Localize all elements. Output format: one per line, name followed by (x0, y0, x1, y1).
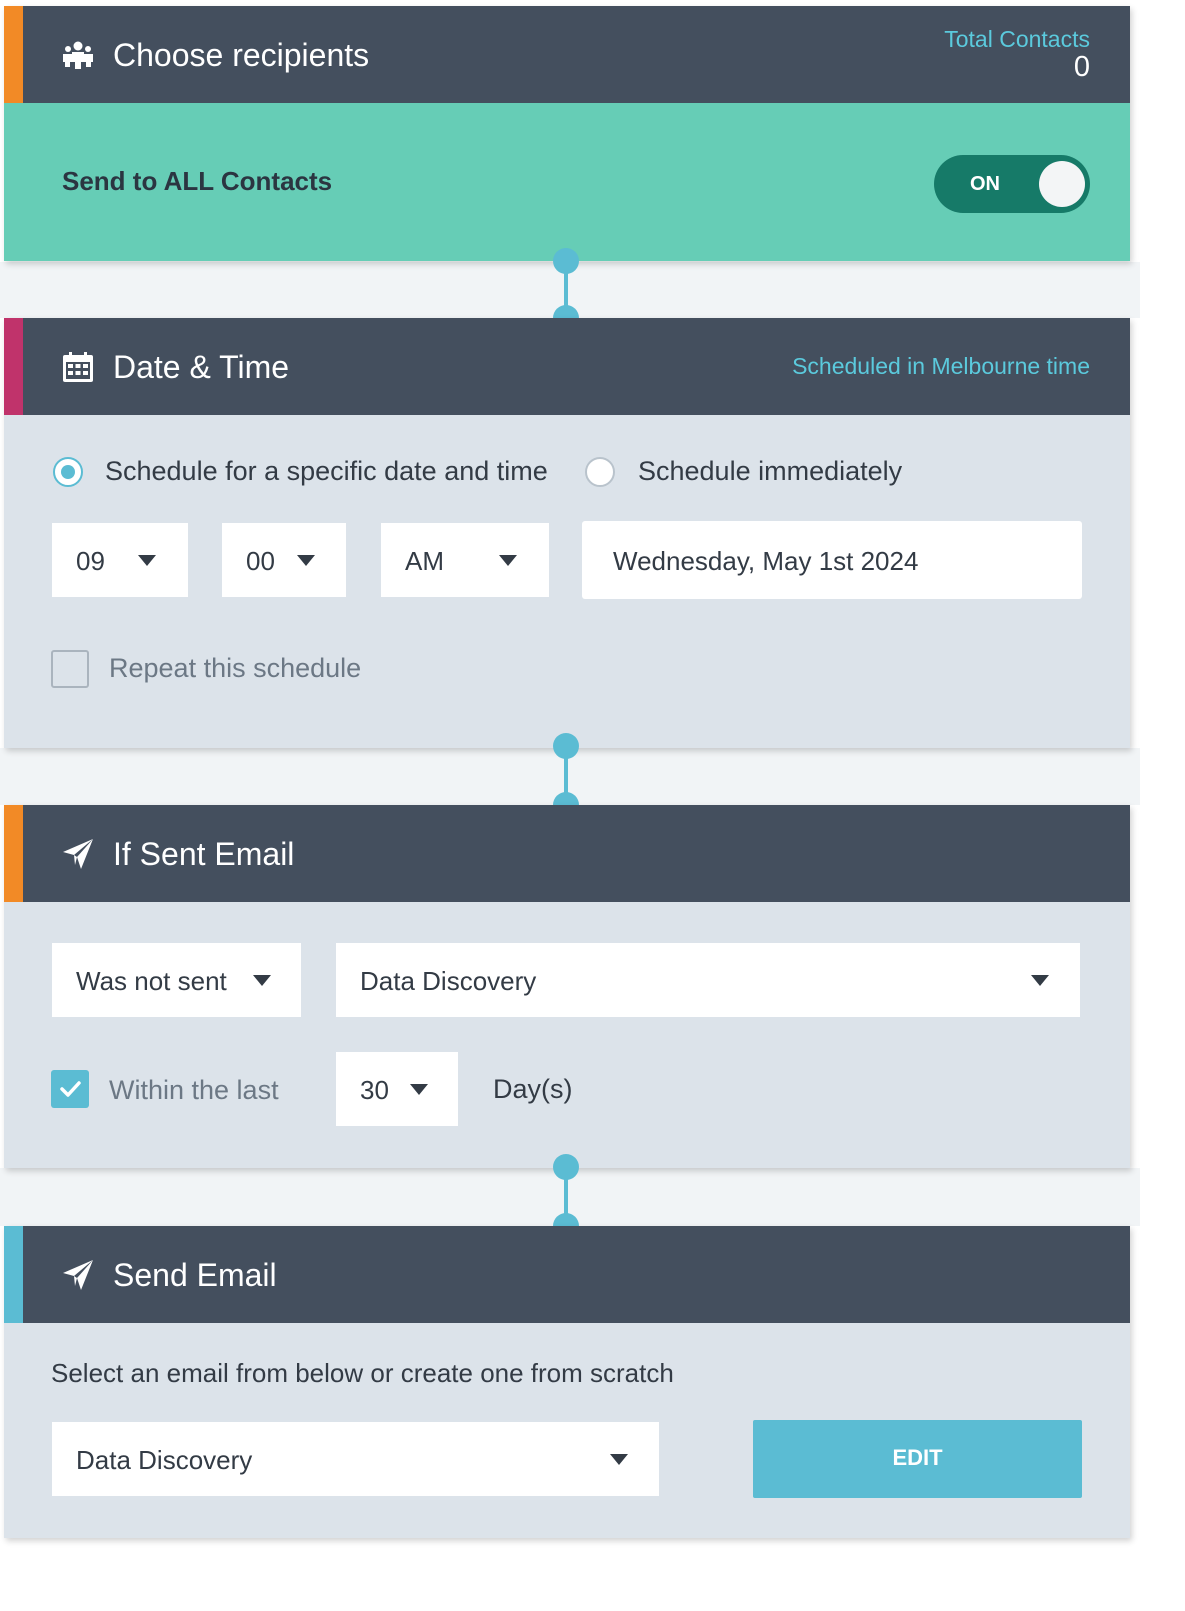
check-icon (60, 1081, 81, 1097)
sent-condition-value: Was not sent (76, 966, 227, 996)
if-sent-title: If Sent Email (113, 836, 295, 872)
total-contacts-label: Total Contacts (944, 26, 1090, 52)
within-checkbox[interactable] (51, 1070, 89, 1108)
send-email-select[interactable]: Data Discovery (52, 1422, 659, 1496)
if-sent-email-value: Data Discovery (360, 966, 537, 996)
days-select[interactable]: 30 (336, 1052, 458, 1126)
hour-select[interactable]: 09 (52, 523, 188, 597)
edit-button-label: EDIT (892, 1445, 943, 1470)
ampm-select[interactable]: AM (381, 523, 549, 597)
send-email-instruction: Select an email from below or create one… (51, 1358, 674, 1388)
flow-connector (564, 1168, 568, 1226)
chevron-down-icon (138, 555, 156, 566)
accent-bar (4, 6, 23, 103)
if-sent-card: If Sent Email Was not sent Data Discover… (4, 805, 1130, 1168)
chevron-down-icon (1031, 975, 1049, 986)
minute-value: 00 (246, 546, 275, 576)
datetime-card: Date & Time Scheduled in Melbourne time … (4, 318, 1130, 748)
radio-specific[interactable] (53, 457, 83, 487)
radio-specific-label[interactable]: Schedule for a specific date and time (105, 456, 548, 486)
send-email-header: Send Email (4, 1226, 1130, 1323)
if-sent-header: If Sent Email (4, 805, 1130, 902)
users-icon (63, 41, 93, 69)
recipients-title: Choose recipients (113, 37, 370, 73)
flow-connector (564, 262, 568, 318)
timezone-note: Scheduled in Melbourne time (792, 353, 1090, 379)
send-email-card: Send Email Select an email from below or… (4, 1226, 1130, 1538)
connector-dot (553, 1154, 579, 1180)
repeat-label[interactable]: Repeat this schedule (109, 653, 362, 683)
radio-immediate[interactable] (585, 457, 615, 487)
accent-bar (4, 805, 23, 902)
paper-plane-icon (63, 839, 93, 869)
chevron-down-icon (499, 555, 517, 566)
chevron-down-icon (410, 1084, 428, 1095)
days-value: 30 (360, 1075, 389, 1105)
toggle-knob (1039, 161, 1085, 207)
datetime-title: Date & Time (113, 349, 290, 385)
minute-select[interactable]: 00 (222, 523, 346, 597)
datetime-header: Date & Time Scheduled in Melbourne time (4, 318, 1130, 415)
toggle-label: ON (970, 173, 1000, 195)
send-email-title: Send Email (113, 1257, 277, 1293)
send-all-toggle[interactable]: ON (934, 155, 1090, 213)
accent-bar (4, 1226, 23, 1323)
recipients-header: Choose recipients Total Contacts 0 (4, 6, 1130, 103)
days-unit: Day(s) (493, 1074, 573, 1104)
calendar-icon (63, 352, 93, 382)
chevron-down-icon (297, 555, 315, 566)
connector-dot (553, 248, 579, 274)
recipients-card: Choose recipients Total Contacts 0 Send … (4, 6, 1130, 261)
flow-connector (564, 748, 568, 805)
connector-dot (553, 733, 579, 759)
hour-value: 09 (76, 546, 105, 576)
date-input[interactable]: Wednesday, May 1st 2024 (582, 521, 1082, 599)
paper-plane-icon (63, 1260, 93, 1290)
date-value: Wednesday, May 1st 2024 (613, 546, 919, 576)
radio-immediate-label[interactable]: Schedule immediately (638, 456, 903, 486)
total-contacts-value: 0 (1073, 51, 1090, 83)
chevron-down-icon (610, 1454, 628, 1465)
ampm-value: AM (405, 546, 444, 576)
within-label[interactable]: Within the last (109, 1075, 279, 1105)
sent-condition-select[interactable]: Was not sent (52, 943, 301, 1017)
repeat-checkbox[interactable] (51, 650, 89, 688)
edit-button[interactable]: EDIT (753, 1420, 1082, 1498)
send-email-value: Data Discovery (76, 1445, 253, 1475)
chevron-down-icon (253, 975, 271, 986)
accent-bar (4, 318, 23, 415)
send-all-label: Send to ALL Contacts (62, 166, 333, 196)
if-sent-email-select[interactable]: Data Discovery (336, 943, 1080, 1017)
